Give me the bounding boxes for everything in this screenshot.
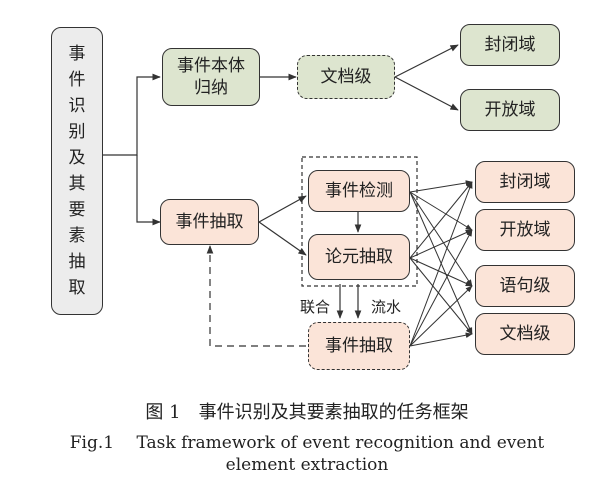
fanout-arrows [409,180,473,347]
root-char: 素 [68,226,86,246]
lower-doc-level-box: 文档级 [475,313,575,355]
root-char: 取 [68,278,86,298]
caption-en-line1: Fig.1 Task framework of event recognitio… [69,433,545,453]
doc-to-closed-arrow [394,44,459,78]
sentence-level-box: 语句级 [475,265,575,307]
upper-open-domain-box: 开放域 [460,89,560,131]
joint-extraction-box: 事件抽取 [308,322,410,370]
argument-extraction-box: 论元抽取 [308,234,410,280]
lower-closed-domain-box: 封闭域 [475,161,575,203]
root-char: 及 [68,148,86,168]
lower-open-domain-box: 开放域 [475,209,575,251]
pipeline-frame [301,156,418,287]
root-connector-lower [136,155,161,226]
upper-closed-domain-box: 封闭域 [460,24,560,66]
root-char: 别 [68,122,86,142]
root-task-box: 事 件 识 别 及 其 要 素 抽 取 [51,27,103,315]
event-detection-box: 事件检测 [308,170,410,212]
root-char: 事 [68,44,86,64]
extraction-to-argument-arrow [258,221,307,256]
pipeline-label: 流水 [371,298,402,316]
doc-to-open-arrow [394,76,459,111]
caption-cn: 图 1 事件识别及其要素抽取的任务框架 [145,402,469,423]
root-char: 件 [68,70,86,90]
root-char: 要 [68,200,86,220]
extraction-to-detection-arrow [258,195,307,223]
root-char: 识 [68,96,86,116]
feedback-loop [206,245,306,347]
caption-en-line2: element extraction [225,455,389,475]
upper-doc-level-box: 文档级 [297,55,395,99]
root-char: 抽 [68,252,86,272]
joint-label: 联合 [300,298,331,316]
root-char: 其 [68,174,86,194]
ontology-induction-box: 事件本体 归纳 [162,48,260,106]
root-connector [103,73,161,156]
event-extraction-box: 事件抽取 [160,199,259,245]
